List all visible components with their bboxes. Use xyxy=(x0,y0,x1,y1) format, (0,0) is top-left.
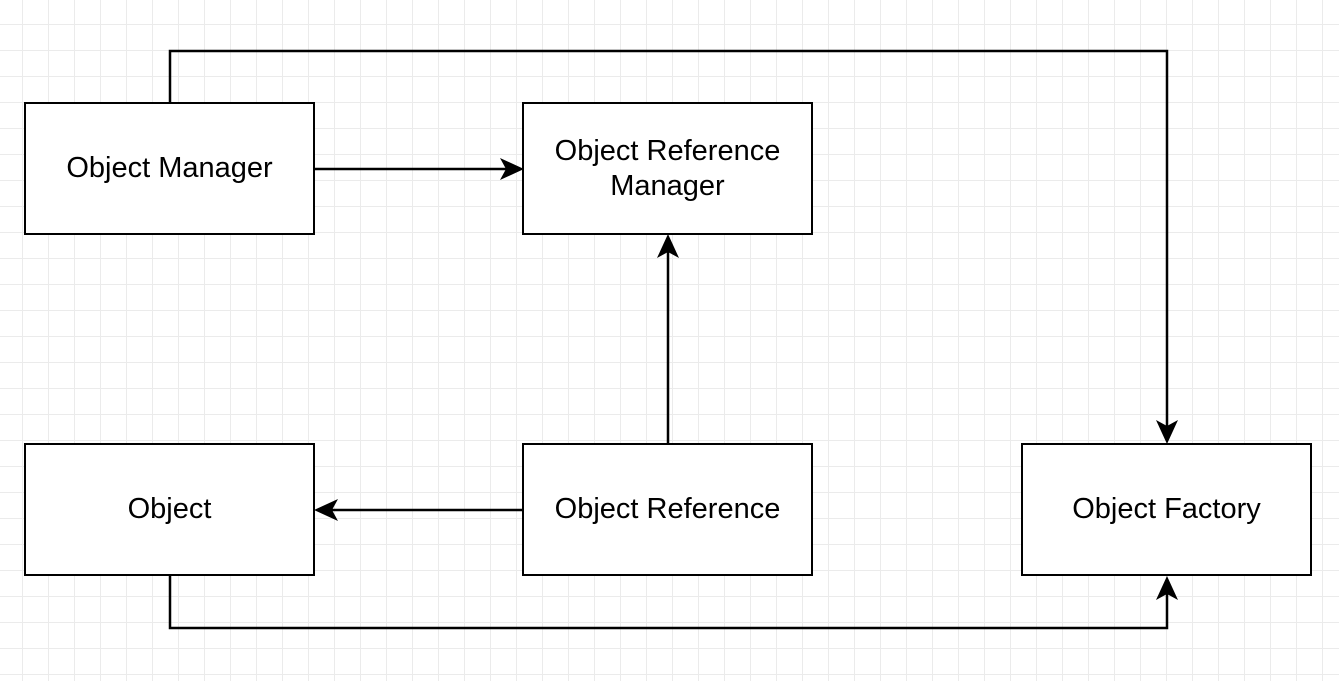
node-label: Object Reference Manager xyxy=(554,134,781,202)
edge-object-manager-to-object-reference-manager[interactable] xyxy=(314,158,524,180)
node-object-manager[interactable]: Object Manager xyxy=(24,102,315,235)
edge-object-reference-to-object-reference-manager[interactable] xyxy=(657,234,679,444)
edge-object-manager-to-object-factory[interactable] xyxy=(168,49,1178,444)
edge-object-to-object-factory[interactable] xyxy=(168,576,1178,630)
node-label: Object Factory xyxy=(1072,493,1261,525)
arrowhead-icon xyxy=(314,499,338,521)
arrowhead-icon xyxy=(500,158,524,180)
node-label: Object Manager xyxy=(66,152,273,184)
node-object[interactable]: Object xyxy=(24,443,315,576)
node-object-reference-manager[interactable]: Object Reference Manager xyxy=(522,102,813,235)
arrowhead-icon xyxy=(1156,420,1178,444)
arrowhead-icon xyxy=(657,234,679,258)
arrowhead-icon xyxy=(1156,576,1178,600)
node-object-factory[interactable]: Object Factory xyxy=(1021,443,1312,576)
edge-object-reference-to-object[interactable] xyxy=(314,499,524,521)
node-label: Object xyxy=(127,493,212,525)
node-object-reference[interactable]: Object Reference xyxy=(522,443,813,576)
node-label: Object Reference xyxy=(554,493,781,525)
